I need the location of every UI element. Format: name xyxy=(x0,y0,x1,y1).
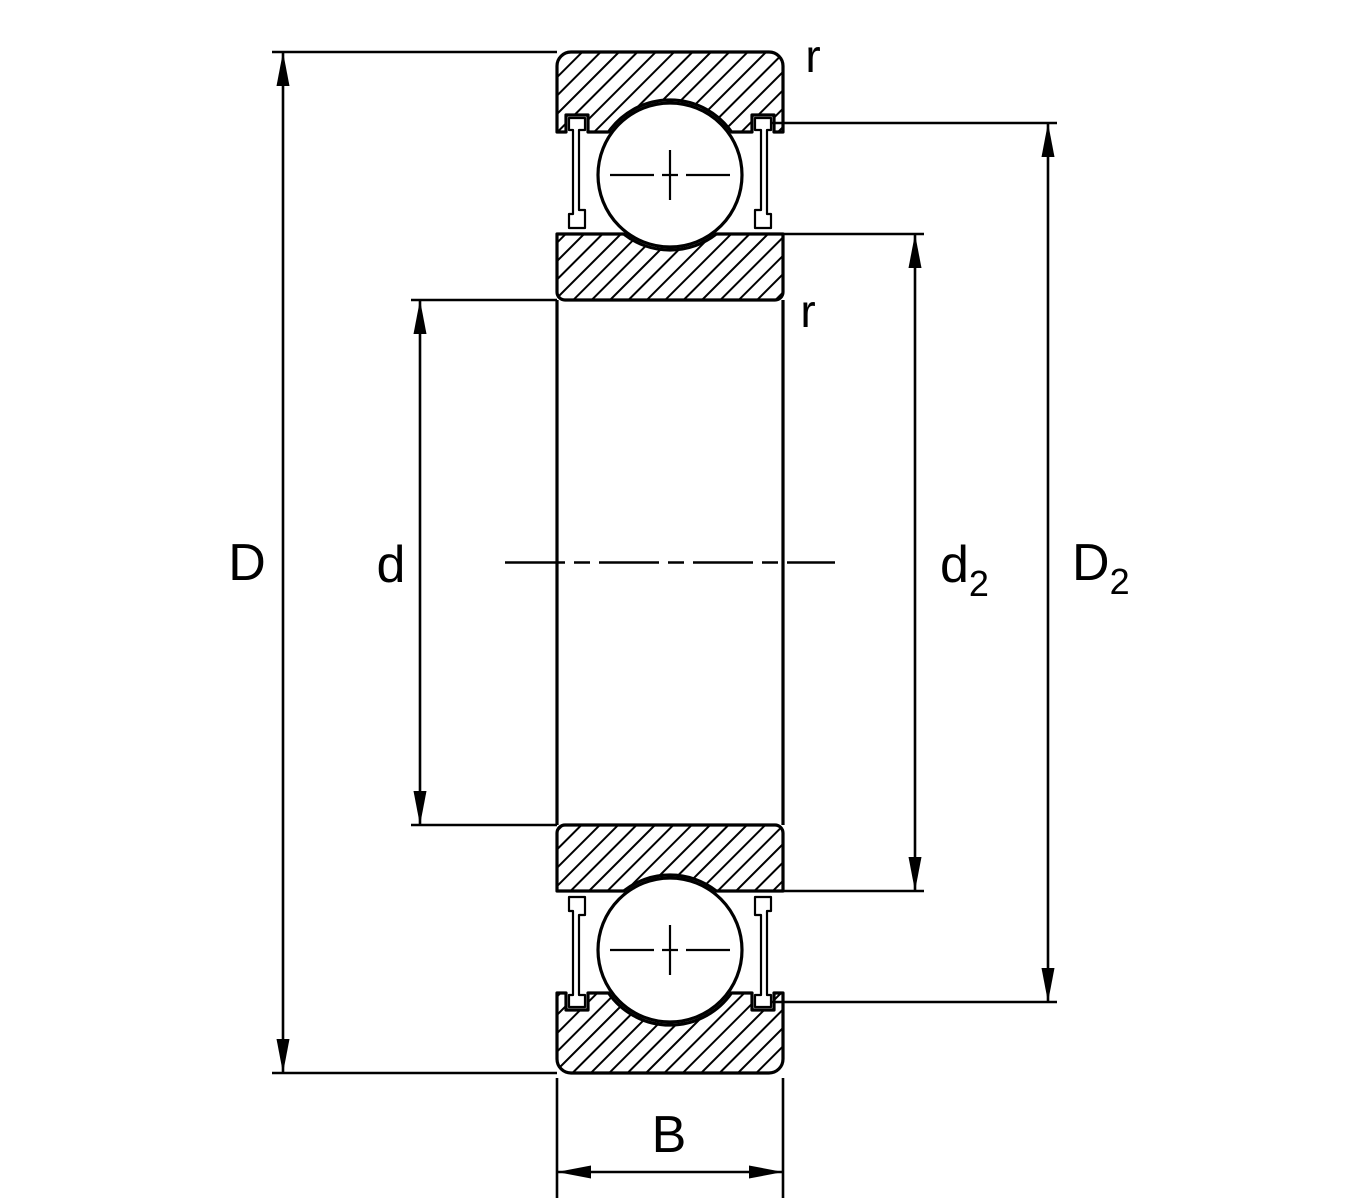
inner-ring-top xyxy=(555,232,785,302)
label-inner-shoulder-subscript: 2 xyxy=(969,563,989,604)
outer-ring-top xyxy=(555,50,785,134)
label-chamfer-outer-text: r xyxy=(805,30,820,82)
label-outer-shoulder-base: D xyxy=(1072,534,1110,592)
dimension-d2: d2 xyxy=(783,232,989,893)
shield-bottom-left xyxy=(567,895,587,1009)
dimension-B: B xyxy=(555,1078,785,1198)
bearing-top-section xyxy=(555,50,785,302)
label-bore-diameter-text: d xyxy=(377,536,406,594)
label-outer-shoulder-diameter: D2 xyxy=(1072,534,1130,602)
dimension-D: D xyxy=(228,50,557,1075)
inner-ring-bottom xyxy=(555,823,785,893)
bearing-face-edges xyxy=(555,300,785,825)
shield-top-right xyxy=(753,116,773,230)
dimension-d: d xyxy=(377,298,557,827)
label-inner-shoulder-diameter: d2 xyxy=(940,536,989,604)
label-outer-diameter: D xyxy=(228,534,266,592)
label-width: B xyxy=(652,1106,687,1164)
label-outer-diameter-text: D xyxy=(228,534,266,592)
label-outer-shoulder-subscript: 2 xyxy=(1110,561,1130,602)
shield-top-left xyxy=(567,116,587,230)
outer-ring-bottom xyxy=(555,991,785,1075)
label-chamfer-inner: r xyxy=(800,285,815,337)
bearing-bottom-section xyxy=(555,823,785,1075)
label-inner-shoulder-base: d xyxy=(940,536,969,594)
label-chamfer-outer: r xyxy=(805,30,820,82)
label-bore-diameter: d xyxy=(377,536,406,594)
dimension-D2: D2 xyxy=(772,121,1130,1004)
chamfer-labels: r r xyxy=(800,30,820,337)
shield-bottom-right xyxy=(753,895,773,1009)
label-chamfer-inner-text: r xyxy=(800,285,815,337)
label-width-text: B xyxy=(652,1106,687,1164)
